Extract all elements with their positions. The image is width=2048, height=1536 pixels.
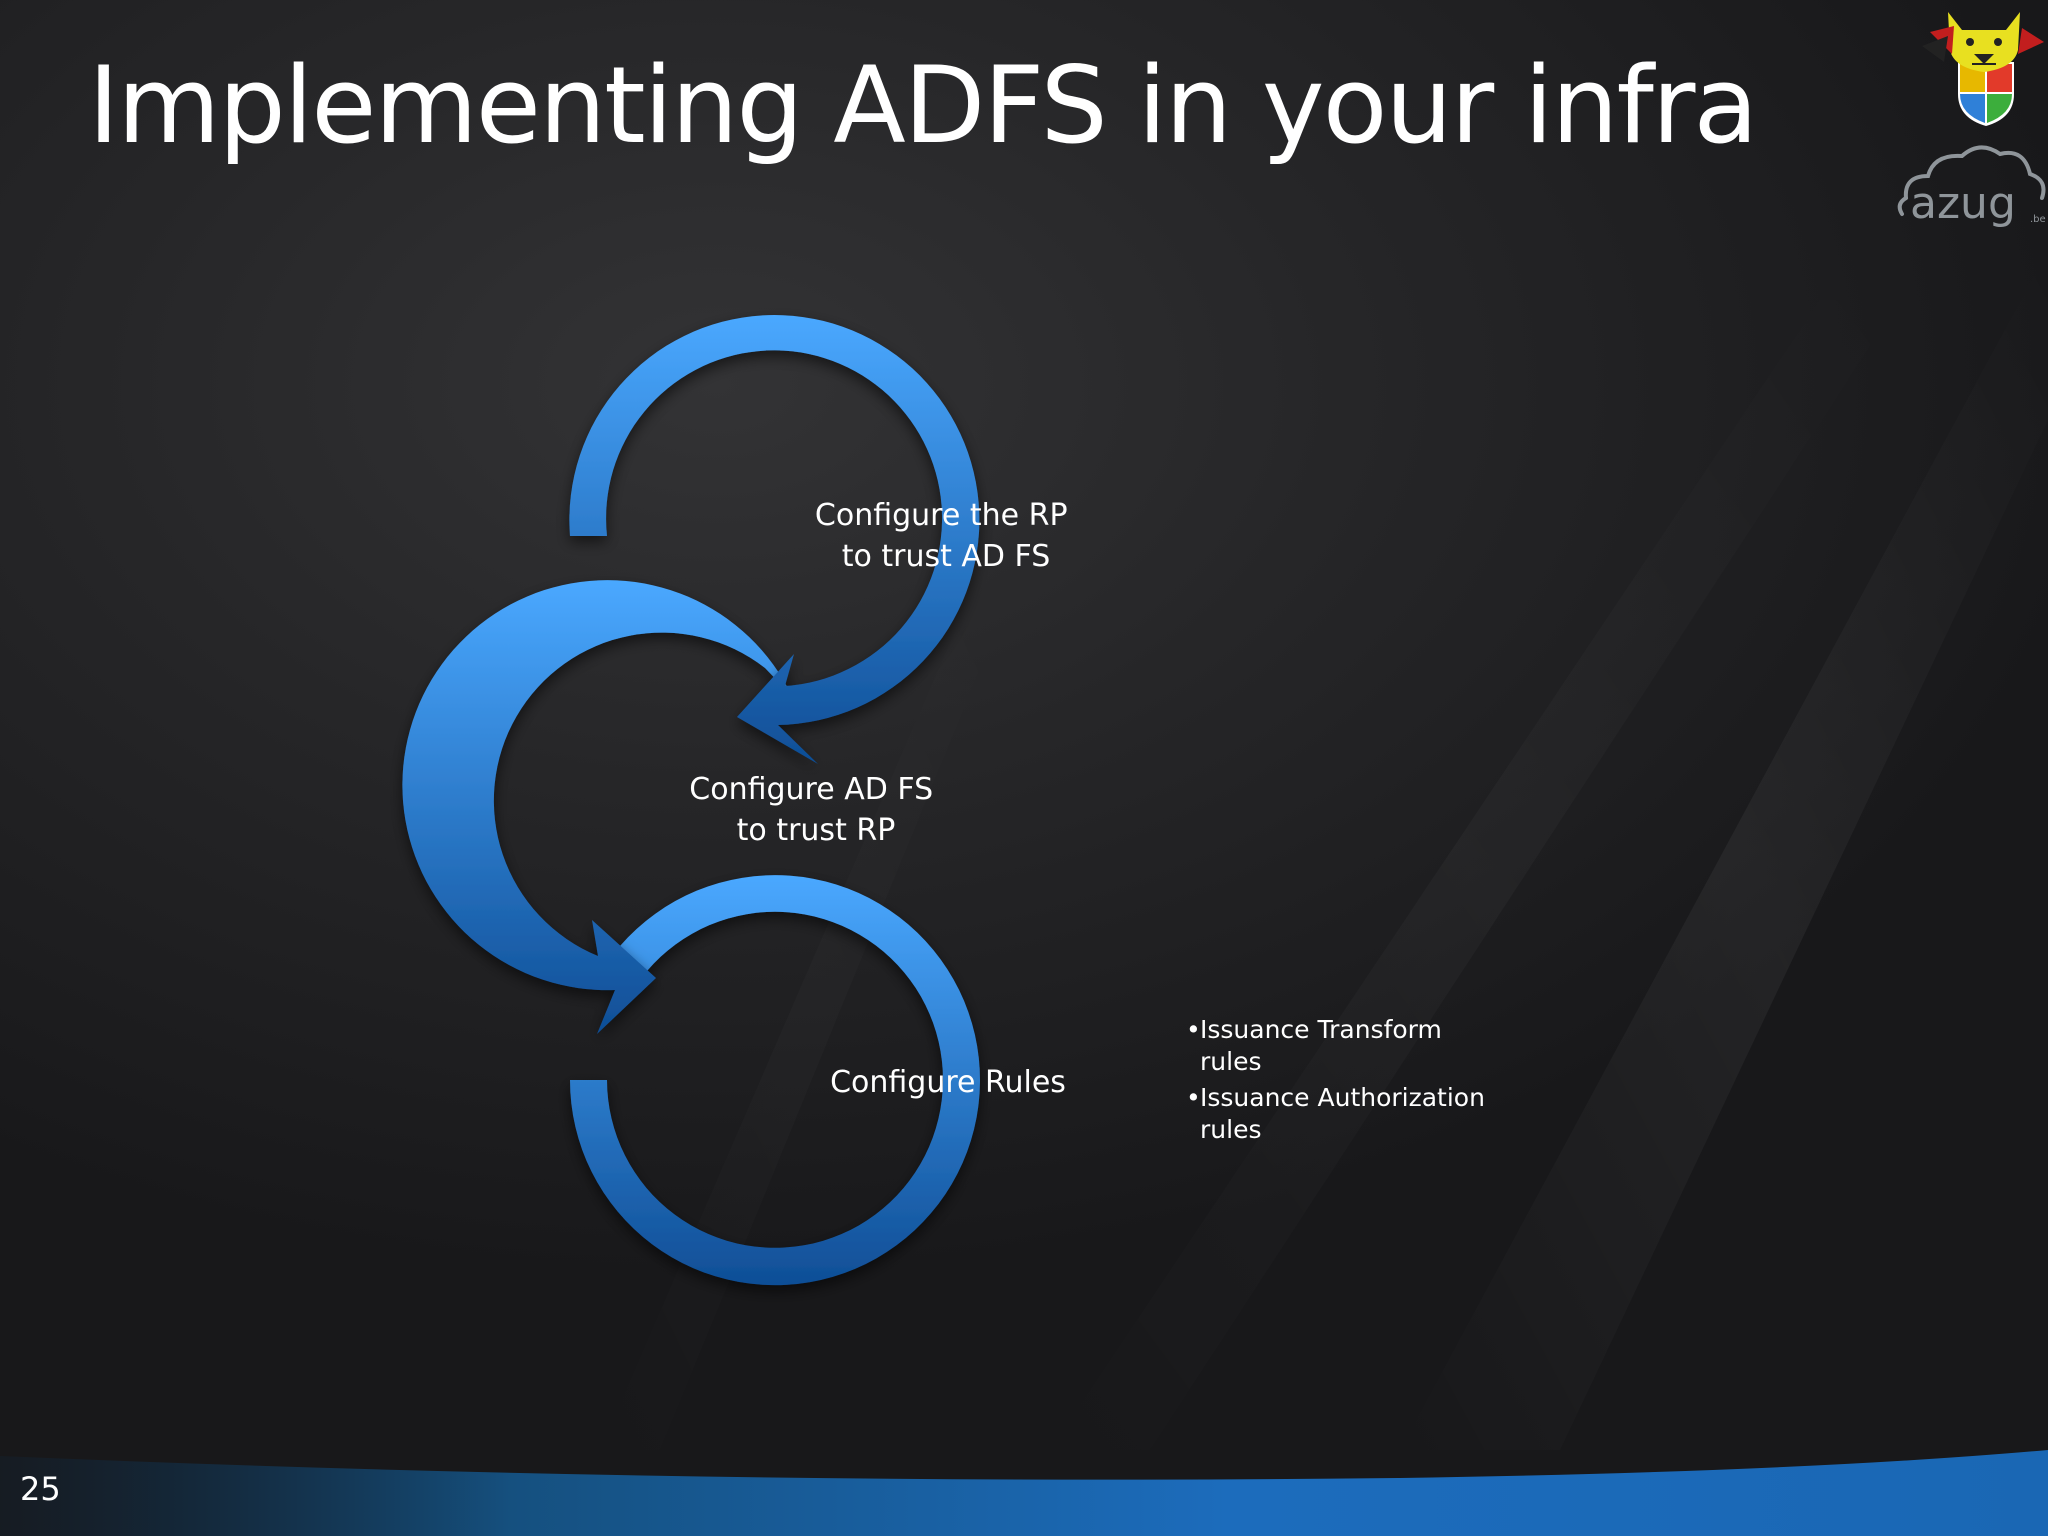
step-2-line-1: Configure AD FS: [689, 772, 933, 807]
svg-text:.be: .be: [2030, 214, 2046, 225]
cycle-arrow-1: [569, 315, 980, 764]
step-3-line-1: Configure Rules: [830, 1065, 1066, 1100]
azug-cloud-logo: azug .be: [1897, 145, 2046, 229]
step-1-line-2: to trust AD FS: [842, 539, 1051, 574]
step-2-label: Configure AD FS to trust RP: [689, 772, 942, 848]
cycle-arrow-2: [402, 580, 792, 1034]
step-3-label: Configure Rules: [830, 1065, 1066, 1100]
slide-title: Implementing ADFS in your infra: [88, 44, 1758, 167]
step-1-label: Configure the RP to trust AD FS: [815, 498, 1077, 574]
step-1-line-1: Configure the RP: [815, 498, 1068, 533]
cycle-diagram: Configure the RP to trust AD FS Configur…: [402, 315, 1077, 1286]
footer-swoosh: [0, 1450, 2048, 1536]
wolf-mascot-shield-icon: [1922, 12, 2044, 126]
azug-logo-text: azug: [1910, 178, 2016, 229]
step-2-line-2: to trust RP: [737, 813, 896, 848]
slide-number: 25: [20, 1470, 61, 1508]
